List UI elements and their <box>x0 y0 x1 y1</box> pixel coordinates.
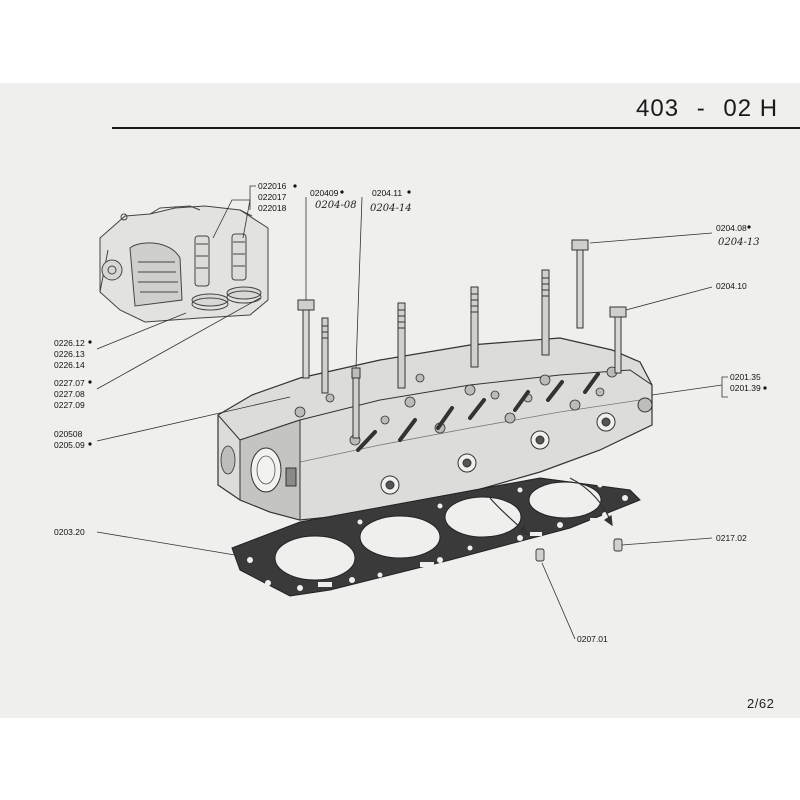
bullet-mark <box>340 190 344 194</box>
callout-0227-09: 0227.09 <box>54 400 85 410</box>
callout-0201-35: 0201.35 <box>730 372 761 382</box>
leader-lines <box>96 185 728 640</box>
bullet-mark <box>763 386 767 390</box>
bullet-mark <box>88 380 92 384</box>
cylinder-head-cutaway-inset <box>99 205 269 323</box>
callout-0204-08: 0204.08 <box>716 223 747 233</box>
bolt-0204-08 <box>571 239 589 329</box>
head-bolts <box>297 239 627 439</box>
model-number: 403 <box>636 95 680 122</box>
callout-0204-10: 0204.10 <box>716 281 747 291</box>
header-rule <box>112 127 800 129</box>
group-code: 02 H <box>723 95 779 122</box>
bullet-mark <box>88 340 92 344</box>
callout-0217-02: 0217.02 <box>716 533 747 543</box>
stud-center-right <box>541 269 550 356</box>
title-separator: - <box>696 95 706 122</box>
page-number: 2/62 <box>747 696 775 711</box>
page-title: 403 - 02 H <box>636 95 778 123</box>
dowel-0207-01 <box>535 548 545 562</box>
bullet-mark <box>88 442 92 446</box>
handwritten-0204-14: 0204-14 <box>370 203 412 214</box>
callout-0226-12: 0226.12 <box>54 338 85 348</box>
callout-0226-13: 0226.13 <box>54 349 85 359</box>
bullet-mark <box>293 184 297 188</box>
callout-labels: 022016 022017 022018 020409 0204-08 0204… <box>54 181 767 644</box>
callout-022018: 022018 <box>258 203 287 213</box>
callout-0201-39: 0201.39 <box>730 383 761 393</box>
handwritten-0204-13: 0204-13 <box>718 237 760 248</box>
dowel-0217-02 <box>613 538 623 552</box>
bullet-mark <box>747 225 751 229</box>
dowel-pins <box>535 538 623 562</box>
stud-left <box>321 317 329 394</box>
callout-0204-11: 0204.11 <box>372 188 402 198</box>
callout-0226-14: 0226.14 <box>54 360 85 370</box>
stud-center <box>470 286 479 368</box>
stud-0204-11 <box>351 367 361 439</box>
bolt-0204-10 <box>609 306 627 374</box>
bolt-0204-09 <box>297 299 315 379</box>
callout-0227-07: 0227.07 <box>54 378 85 388</box>
callout-022016: 022016 <box>258 181 287 191</box>
callout-0207-01: 0207.01 <box>577 634 608 644</box>
callout-0227-08: 0227.08 <box>54 389 85 399</box>
head-gasket-0203-20 <box>231 477 641 597</box>
callout-020508: 020508 <box>54 429 83 439</box>
stud-center-left <box>397 302 406 389</box>
callout-0205-09: 0205.09 <box>54 440 85 450</box>
dowel-arrows <box>489 477 613 537</box>
handwritten-0204-08: 0204-08 <box>315 200 357 211</box>
callout-0203-20: 0203.20 <box>54 527 85 537</box>
callout-022017: 022017 <box>258 192 287 202</box>
callout-020409: 020409 <box>310 188 339 198</box>
bullet-mark <box>407 190 411 194</box>
